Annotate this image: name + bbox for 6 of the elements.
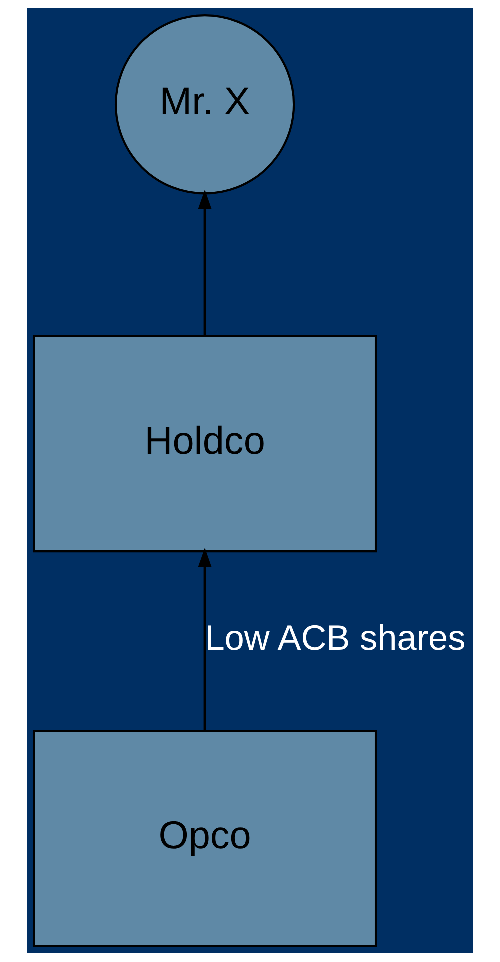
edge-label: Low ACB shares xyxy=(205,619,466,658)
node-box: Opco xyxy=(33,730,378,948)
node-circle: Mr. X xyxy=(114,14,296,195)
arrow xyxy=(198,548,212,732)
node-box: Holdco xyxy=(33,335,378,553)
arrow xyxy=(198,190,212,336)
